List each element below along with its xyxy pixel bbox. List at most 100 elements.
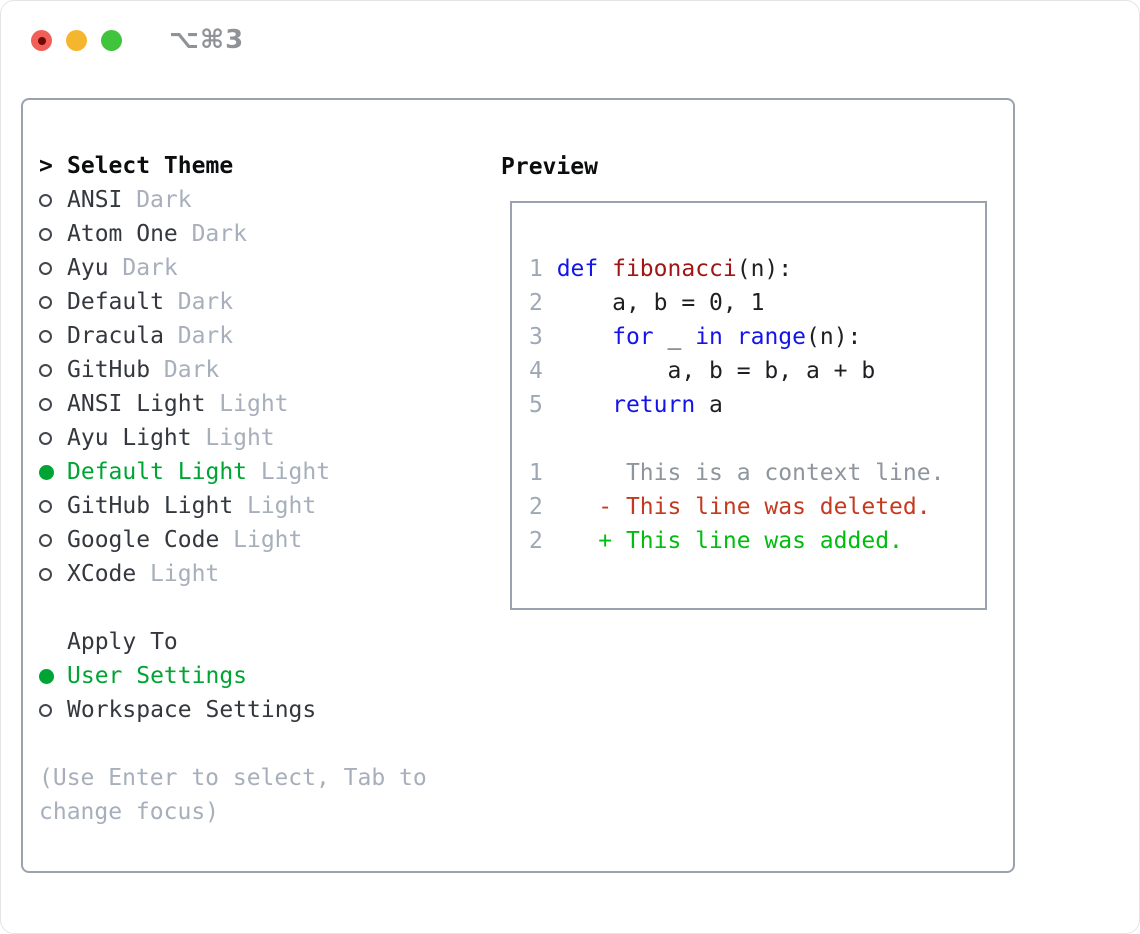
theme-option-label: Ayu [67, 255, 109, 281]
code-segment-num: 1 [529, 256, 557, 282]
code-segment-ctx: This is a context line. [542, 460, 945, 486]
code-segment-code [557, 324, 612, 350]
theme-option-dracula[interactable]: Dracula Dark [39, 319, 479, 353]
theme-variant-label: Dark [136, 187, 192, 213]
ring-circle [39, 397, 52, 411]
preview-line [529, 422, 985, 456]
code-segment-code: a, b = b, a + b [556, 358, 876, 384]
theme-option-ayu[interactable]: Ayu Dark [39, 251, 479, 285]
theme-option-label: Atom One [67, 221, 178, 247]
preview-line: 2 a, b = 0, 1 [529, 286, 985, 320]
theme-option-ansi-light[interactable]: ANSI Light Light [39, 387, 479, 421]
theme-variant-label: Light [260, 459, 331, 485]
radio-unselected-icon [39, 431, 67, 445]
spacer [39, 591, 479, 625]
code-segment-kw: for [612, 324, 654, 350]
theme-option-label: ANSI [67, 187, 123, 213]
code-segment-code [557, 392, 612, 418]
code-segment-num: 3 [529, 324, 557, 350]
ring-circle [39, 295, 52, 309]
code-segment-code: a, b = 0, 1 [556, 290, 765, 316]
theme-option-label: Ayu Light [67, 425, 192, 451]
minimize-button[interactable] [66, 30, 87, 51]
code-segment-num: 4 [529, 358, 557, 384]
ring-circle [39, 363, 52, 377]
radio-unselected-icon [39, 397, 67, 411]
theme-option-label: GitHub Light [67, 493, 234, 519]
theme-option-ansi[interactable]: ANSI Dark [39, 183, 479, 217]
theme-variant-label: Light [219, 391, 289, 417]
code-segment-kw: range [736, 324, 806, 350]
theme-option-label: Default [67, 289, 164, 315]
theme-option-default[interactable]: Default Dark [39, 285, 479, 319]
ring-circle [39, 499, 52, 513]
radio-unselected-icon [39, 363, 67, 377]
theme-variant-label: Dark [177, 289, 234, 315]
radio-unselected-icon [39, 499, 67, 513]
code-segment-num: 2 [529, 494, 543, 520]
theme-option-label: Default Light [67, 459, 248, 485]
theme-option-google-code[interactable]: Google Code Light [39, 523, 479, 557]
keyboard-hint-text: (Use Enter to select, Tab to change focu… [39, 765, 427, 825]
radio-selected-icon [39, 668, 67, 684]
code-segment-fn: fibonacci [612, 256, 737, 282]
code-segment-code: a [695, 392, 723, 418]
apply-option-label: Workspace Settings [67, 697, 317, 723]
preview-line: 5 return a [529, 388, 985, 422]
theme-option-label: Google Code [67, 527, 220, 553]
ring-circle [39, 703, 52, 717]
radio-unselected-icon [39, 533, 67, 547]
theme-variant-label: Dark [177, 323, 234, 349]
theme-option-github-light[interactable]: GitHub Light Light [39, 489, 479, 523]
code-segment-num: 5 [529, 392, 557, 418]
radio-selected-icon [39, 464, 67, 480]
ring-circle [39, 567, 52, 581]
code-segment-code: (n): [806, 324, 862, 350]
window-titlebar: ⌥⌘3 [1, 1, 1139, 98]
code-segment-kw: return [612, 392, 696, 418]
select-theme-heading: Select Theme [67, 153, 234, 179]
theme-variant-label: Dark [191, 221, 247, 247]
code-segment-add: + This line was added. [598, 528, 903, 554]
unsaved-indicator-dot [37, 36, 46, 45]
spacer [39, 727, 479, 761]
radio-unselected-icon [39, 329, 67, 343]
code-segment-num: 2 [529, 290, 557, 316]
theme-option-label: ANSI Light [67, 391, 206, 417]
radio-unselected-icon [39, 227, 67, 241]
preview-line: 4 a, b = b, a + b [529, 354, 985, 388]
radio-unselected-icon [39, 295, 67, 309]
code-segment-code: (n): [736, 256, 793, 282]
apply-option-workspace-settings[interactable]: Workspace Settings [39, 693, 479, 727]
theme-option-default-light[interactable]: Default Light Light [39, 455, 479, 489]
theme-option-ayu-light[interactable]: Ayu Light Light [39, 421, 479, 455]
select-theme-heading-row: > Select Theme [39, 149, 479, 183]
apply-to-heading-row: Apply To [39, 625, 479, 659]
apply-option-user-settings[interactable]: User Settings [39, 659, 479, 693]
zoom-button[interactable] [101, 30, 122, 51]
theme-variant-label: Dark [122, 255, 178, 281]
theme-option-atom-one[interactable]: Atom One Dark [39, 217, 479, 251]
theme-variant-label: Dark [163, 357, 220, 383]
close-button[interactable] [31, 30, 52, 51]
theme-option-label: Dracula [67, 323, 164, 349]
code-segment-code [723, 324, 737, 350]
preview-line: 3 for _ in range(n): [529, 320, 985, 354]
ring-circle [39, 533, 52, 547]
apply-to-heading: Apply To [67, 629, 178, 655]
theme-variant-label: Light [205, 425, 275, 451]
ring-circle [39, 261, 52, 275]
theme-variant-label: Light [246, 493, 317, 519]
ring-circle [39, 193, 52, 207]
window-title: ⌥⌘3 [169, 25, 245, 55]
filled-dot [39, 668, 54, 684]
theme-variant-label: Light [233, 527, 303, 553]
